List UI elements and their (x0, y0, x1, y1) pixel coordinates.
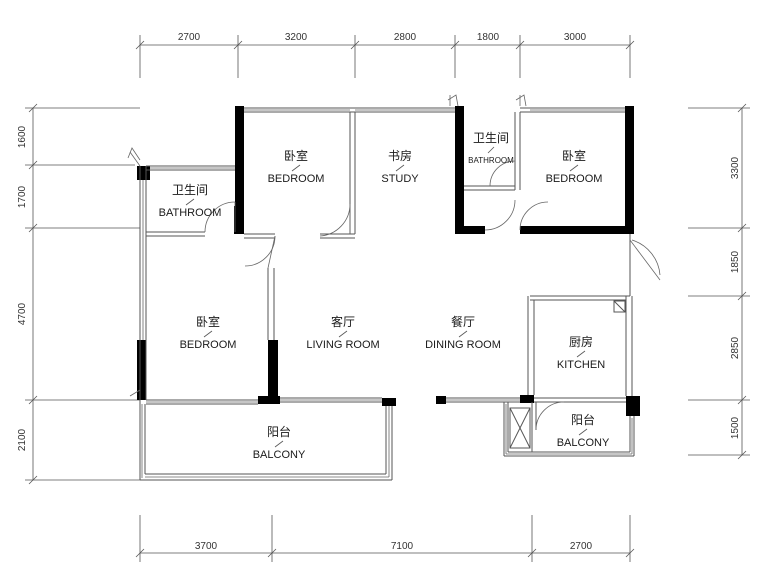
dim-right-3: 2850 (730, 336, 741, 359)
dim-top-1: 2700 (178, 32, 201, 43)
room-bedroom-top-left-cn: 卧室 (284, 148, 308, 163)
dim-bottom-3: 2700 (570, 541, 593, 552)
room-balcony-main-en: BALCONY (253, 449, 306, 461)
room-bedroom-left: 卧室 BEDROOM (180, 314, 237, 351)
dim-left-4: 2100 (17, 428, 28, 451)
room-bathroom-center-cn: 卫生间 (473, 131, 509, 145)
room-balcony-main: 阳台 BALCONY (253, 424, 306, 461)
room-balcony-kitchen: 阳台 BALCONY (557, 412, 610, 449)
doors (127, 94, 661, 431)
dimension-top: 2700 3200 2800 1800 3000 (135, 32, 635, 78)
room-kitchen-en: KITCHEN (557, 359, 605, 371)
label-ticks (185, 146, 588, 448)
room-bathroom-center: 卫生间 BATHROOM (468, 131, 514, 165)
room-balcony-main-cn: 阳台 (267, 424, 291, 439)
room-study: 书房 STUDY (381, 148, 419, 185)
room-bathroom-center-en: BATHROOM (468, 156, 514, 165)
dim-bottom-1: 3700 (195, 541, 218, 552)
dimension-bottom: 3700 7100 2700 (135, 515, 635, 562)
room-balcony-kitchen-cn: 阳台 (571, 412, 595, 427)
room-bedroom-top-right: 卧室 BEDROOM (546, 148, 603, 185)
room-dining-cn: 餐厅 (451, 314, 475, 329)
dim-top-5: 3000 (564, 32, 587, 43)
dim-left-2: 1700 (17, 185, 28, 208)
room-bedroom-left-en: BEDROOM (180, 339, 237, 351)
room-dining: 餐厅 DINING ROOM (425, 314, 501, 351)
room-living: 客厅 LIVING ROOM (306, 314, 379, 351)
dim-bottom-2: 7100 (391, 541, 414, 552)
room-study-en: STUDY (381, 173, 419, 185)
dim-top-4: 1800 (477, 32, 500, 43)
dim-right-1: 3300 (730, 156, 741, 179)
dim-right-2: 1850 (730, 250, 741, 273)
dimension-left: 1600 1700 4700 2100 (17, 103, 140, 485)
room-living-cn: 客厅 (331, 314, 355, 329)
room-bathroom-left: 卫生间 BATHROOM (159, 183, 222, 219)
room-living-en: LIVING ROOM (306, 339, 379, 351)
windows (141, 95, 633, 478)
room-bedroom-top-right-en: BEDROOM (546, 173, 603, 185)
room-dining-en: DINING ROOM (425, 339, 501, 351)
room-bedroom-top-left-en: BEDROOM (268, 173, 325, 185)
room-balcony-kitchen-en: BALCONY (557, 437, 610, 449)
room-bedroom-top-right-cn: 卧室 (562, 148, 586, 163)
walls (137, 106, 640, 481)
dim-right-4: 1500 (730, 416, 741, 439)
room-bedroom-top-left: 卧室 BEDROOM (268, 148, 325, 185)
room-kitchen-cn: 厨房 (569, 334, 593, 349)
dim-top-3: 2800 (394, 32, 417, 43)
room-bathroom-left-cn: 卫生间 (172, 183, 208, 197)
room-kitchen: 厨房 KITCHEN (557, 334, 605, 371)
room-bathroom-left-en: BATHROOM (159, 207, 222, 219)
dimension-right: 3300 1850 2850 1500 (688, 103, 750, 460)
dim-left-1: 1600 (17, 125, 28, 148)
dim-top-2: 3200 (285, 32, 308, 43)
dim-left-3: 4700 (17, 302, 28, 325)
room-bedroom-left-cn: 卧室 (196, 314, 220, 329)
room-study-cn: 书房 (388, 148, 412, 163)
